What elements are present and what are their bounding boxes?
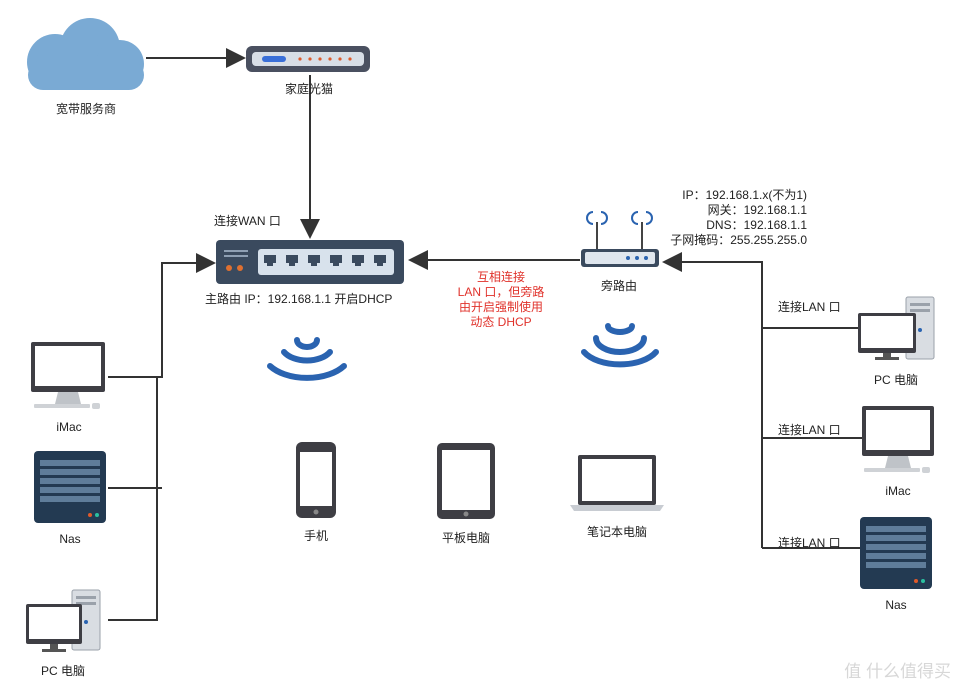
link-note: 互相连接 LAN 口，但旁路 由开启强制使用 动态 DHCP bbox=[458, 270, 545, 330]
lan-label-3: 连接LAN 口 bbox=[778, 536, 841, 550]
link-note-line-2: LAN 口，但旁路 bbox=[457, 285, 545, 299]
imac-icon-left bbox=[31, 342, 105, 409]
right-pc-label: PC 电脑 bbox=[873, 373, 919, 387]
phone-icon bbox=[296, 442, 336, 518]
imac-icon-right bbox=[862, 406, 934, 473]
link-left-pc bbox=[108, 377, 158, 621]
connection-lines bbox=[108, 48, 862, 621]
laptop-label: 笔记本电脑 bbox=[586, 525, 648, 539]
right-nas-label: Nas bbox=[885, 598, 907, 612]
tablet-label: 平板电脑 bbox=[441, 531, 491, 545]
watermark: 值 什么值得买 bbox=[844, 662, 951, 681]
side-router-icon bbox=[581, 211, 659, 267]
isp-label: 宽带服务商 bbox=[55, 102, 117, 116]
nas-icon-right bbox=[860, 517, 932, 589]
side-router-info: IP：192.168.1.x(不为1) 网关：192.168.1.1 DNS：1… bbox=[670, 188, 807, 248]
laptop-icon bbox=[570, 455, 664, 511]
wan-port-label: 连接WAN 口 bbox=[214, 214, 281, 228]
main-router-icon bbox=[216, 240, 404, 284]
lan-label-1: 连接LAN 口 bbox=[778, 300, 841, 314]
info-subnet: 子网掩码：255.255.255.0 bbox=[670, 233, 807, 247]
info-gateway: 网关：192.168.1.1 bbox=[707, 203, 807, 217]
link-note-line-4: 动态 DHCP bbox=[470, 315, 532, 329]
lan-label-2: 连接LAN 口 bbox=[778, 423, 841, 437]
wifi-icon-side bbox=[581, 323, 659, 368]
left-pc-label: PC 电脑 bbox=[40, 664, 86, 678]
right-imac-label: iMac bbox=[885, 484, 911, 498]
ont-label: 家庭光猫 bbox=[284, 82, 334, 96]
side-router-label: 旁路由 bbox=[600, 279, 638, 293]
cloud-icon bbox=[27, 18, 144, 90]
main-router-label: 主路由 IP：192.168.1.1 开启DHCP bbox=[205, 292, 393, 306]
link-note-line-3: 由开启强制使用 bbox=[458, 300, 543, 314]
modem-icon bbox=[246, 46, 370, 72]
link-right-bus bbox=[662, 252, 763, 548]
pc-icon-right bbox=[858, 296, 935, 360]
info-ip: IP：192.168.1.x(不为1) bbox=[682, 188, 807, 202]
left-imac-label: iMac bbox=[56, 420, 82, 434]
phone-label: 手机 bbox=[303, 529, 329, 543]
left-nas-label: Nas bbox=[59, 532, 81, 546]
link-left-bus bbox=[108, 253, 216, 378]
tablet-icon bbox=[437, 443, 495, 519]
pc-icon-left bbox=[26, 589, 101, 652]
wifi-icon-main bbox=[267, 337, 347, 381]
info-dns: DNS：192.168.1.1 bbox=[706, 218, 807, 232]
link-note-line-1: 互相连接 bbox=[476, 270, 525, 284]
nas-icon-left bbox=[34, 451, 106, 523]
